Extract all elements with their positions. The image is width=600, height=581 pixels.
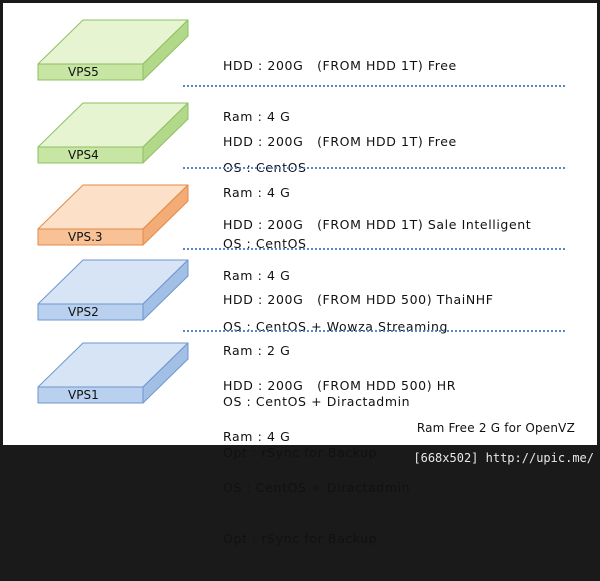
spec-line: Opt : rSync for Backup xyxy=(223,445,378,460)
server-label: VPS1 xyxy=(68,388,99,402)
server-slab: VPS1 xyxy=(37,342,189,404)
server-info-vps4: HDD : 200G (FROM HDD 1T) Free Ram : 4 G … xyxy=(223,99,457,286)
spec-line: OS : CentOS + Diractadmin xyxy=(223,480,411,495)
spec-line: HDD : 200G (FROM HDD 1T) Sale Intelligen… xyxy=(223,217,532,232)
spec-line: Ram : 4 G xyxy=(223,109,291,124)
slab-front-face xyxy=(37,386,144,404)
spec-line: HDD : 200G (FROM HDD 500) HR xyxy=(223,378,457,393)
dotted-separator xyxy=(183,330,565,332)
server-info-vps2: HDD : 200G (FROM HDD 500) ThaiNHF Ram : … xyxy=(223,257,494,495)
spec-line: HDD : 200G (FROM HDD 1T) Free xyxy=(223,134,457,149)
slab-front-face xyxy=(37,63,144,81)
dotted-separator xyxy=(183,167,565,169)
slab-front-face xyxy=(37,303,144,321)
spec-line: HDD : 200G (FROM HDD 500) ThaiNHF xyxy=(223,292,494,307)
spec-line: OS : CentOS + Diractadmin xyxy=(223,394,411,409)
slab-front-face xyxy=(37,146,144,164)
server-label: VPS2 xyxy=(68,305,99,319)
image-credit: [668x502] http://upic.me/ xyxy=(413,451,594,465)
slab-front-face xyxy=(37,228,144,246)
spec-line: Ram : 2 G xyxy=(223,343,291,358)
server-slab: VPS2 xyxy=(37,259,189,321)
ram-free-note: Ram Free 2 G for OpenVZ xyxy=(417,421,575,435)
server-label: VPS5 xyxy=(68,65,99,79)
server-slab: VPS.3 xyxy=(37,184,189,246)
spec-line: Ram : 4 G xyxy=(223,185,291,200)
server-label: VPS.3 xyxy=(68,230,103,244)
spec-line: OS : CentOS xyxy=(223,236,307,251)
spec-line: Ram : 4 G xyxy=(223,429,291,444)
spec-line: Ram : 4 G xyxy=(223,268,291,283)
server-label: VPS4 xyxy=(68,148,99,162)
dotted-separator xyxy=(183,248,565,250)
spec-line: HDD : 200G (FROM HDD 1T) Free xyxy=(223,58,457,73)
ram-free-note-text: Ram Free 2 G for OpenVZ xyxy=(416,421,575,435)
server-slab: VPS5 xyxy=(37,19,189,81)
spec-line: Opt : rSync for Backup xyxy=(223,531,378,546)
server-slab: VPS4 xyxy=(37,102,189,164)
dotted-separator xyxy=(183,85,565,87)
